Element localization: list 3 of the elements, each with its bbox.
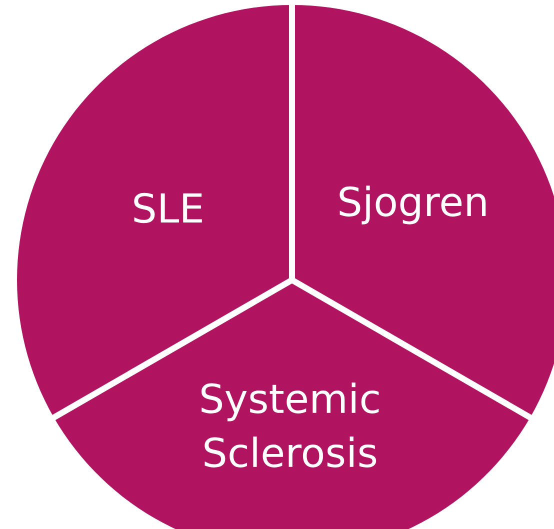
pie-sector: Systemic Sclerosis <box>54 280 530 529</box>
node-label: SLE <box>134 192 202 224</box>
node-label: Sjogren <box>340 186 486 224</box>
